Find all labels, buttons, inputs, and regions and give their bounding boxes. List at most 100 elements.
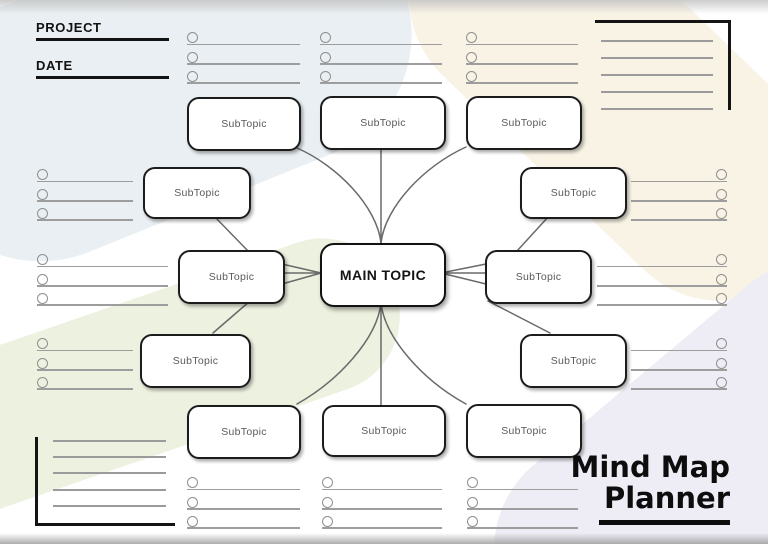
subtopic-label: SubTopic bbox=[501, 117, 547, 129]
note-line bbox=[597, 267, 727, 288]
subtopic-node-left-lower[interactable]: SubTopic bbox=[140, 334, 251, 388]
note-line bbox=[37, 163, 133, 183]
connector-fan-left-3 bbox=[281, 272, 322, 285]
note-line bbox=[601, 57, 713, 59]
connector-right-middle-to-lower bbox=[487, 300, 551, 334]
note-line bbox=[320, 26, 442, 46]
note-line bbox=[322, 490, 442, 511]
page-title: Mind Map Planner bbox=[570, 450, 731, 525]
note-line bbox=[53, 472, 166, 474]
note-line bbox=[37, 287, 168, 307]
main-topic-label: MAIN TOPIC bbox=[339, 267, 427, 283]
note-line bbox=[37, 182, 133, 203]
subtopic-label: SubTopic bbox=[550, 187, 597, 199]
notes-lines-bottom-right bbox=[467, 471, 578, 530]
notes-lines-top-center bbox=[320, 26, 442, 85]
connector-right-upper-to-middle bbox=[516, 215, 550, 252]
page-title-line1: Mind Map bbox=[570, 450, 731, 484]
note-line bbox=[37, 267, 168, 288]
subtopic-node-left-upper[interactable]: SubTopic bbox=[143, 167, 251, 219]
note-line bbox=[467, 471, 578, 491]
note-line bbox=[631, 182, 727, 203]
connector-main-to-bottom-right bbox=[380, 302, 467, 405]
subtopic-node-right-middle[interactable]: SubTopic bbox=[485, 250, 592, 304]
note-line bbox=[601, 74, 713, 76]
note-line bbox=[467, 490, 578, 511]
note-line bbox=[53, 505, 166, 507]
connector-left-middle-to-lower bbox=[212, 300, 251, 334]
notes-lines-right-lower bbox=[631, 332, 727, 391]
connector-main-to-top-right bbox=[380, 146, 467, 244]
subtopic-label: SubTopic bbox=[208, 271, 255, 283]
notes-lines-right-upper bbox=[631, 163, 727, 222]
note-line bbox=[53, 456, 166, 458]
subtopic-node-top-right[interactable]: SubTopic bbox=[466, 96, 582, 150]
note-line bbox=[37, 332, 133, 352]
note-line bbox=[187, 45, 300, 66]
note-line bbox=[597, 287, 727, 307]
subtopic-label: SubTopic bbox=[221, 118, 267, 130]
date-label: DATE bbox=[36, 58, 73, 73]
connector-fan-right-3 bbox=[440, 272, 487, 285]
subtopic-node-top-left[interactable]: SubTopic bbox=[187, 97, 301, 151]
subtopic-node-bottom-left[interactable]: SubTopic bbox=[187, 405, 301, 459]
note-line bbox=[601, 40, 713, 42]
date-write-line bbox=[36, 76, 169, 79]
subtopic-node-bottom-center[interactable]: SubTopic bbox=[322, 405, 446, 457]
notes-lines-right-middle bbox=[597, 248, 727, 307]
note-line bbox=[601, 108, 713, 110]
note-line bbox=[466, 65, 578, 85]
note-line bbox=[597, 248, 727, 268]
connector-fan-right-1 bbox=[440, 263, 487, 274]
subtopic-node-left-middle[interactable]: SubTopic bbox=[178, 250, 285, 304]
notes-box-top-right bbox=[595, 20, 731, 110]
connector-fan-left-1 bbox=[281, 263, 322, 274]
subtopic-node-top-center[interactable]: SubTopic bbox=[320, 96, 446, 150]
note-line bbox=[466, 45, 578, 66]
note-line bbox=[631, 163, 727, 183]
note-line bbox=[467, 510, 578, 530]
notes-lines-bottom-left bbox=[187, 471, 300, 530]
note-line bbox=[187, 510, 300, 530]
note-line bbox=[631, 202, 727, 222]
connector-main-to-bottom-left bbox=[296, 302, 382, 405]
page-title-line2: Planner bbox=[603, 481, 730, 515]
subtopic-label: SubTopic bbox=[550, 355, 597, 367]
subtopic-node-right-upper[interactable]: SubTopic bbox=[520, 167, 627, 219]
subtopic-label: SubTopic bbox=[172, 355, 219, 367]
subtopic-node-right-lower[interactable]: SubTopic bbox=[520, 334, 627, 388]
note-line bbox=[466, 26, 578, 46]
note-line bbox=[37, 371, 133, 391]
note-line bbox=[322, 510, 442, 530]
notes-lines-bottom-center bbox=[322, 471, 442, 530]
note-line bbox=[631, 332, 727, 352]
note-line bbox=[322, 471, 442, 491]
project-write-line bbox=[36, 38, 169, 41]
subtopic-label: SubTopic bbox=[174, 187, 220, 199]
notes-lines-top-right bbox=[466, 26, 578, 85]
subtopic-label: SubTopic bbox=[221, 426, 267, 438]
note-line bbox=[187, 471, 300, 491]
notes-box-bottom-left bbox=[35, 437, 175, 526]
subtopic-label: SubTopic bbox=[361, 425, 407, 437]
note-line bbox=[631, 371, 727, 391]
page-title-underline bbox=[599, 520, 730, 525]
notes-lines-top-left bbox=[187, 26, 300, 85]
note-line bbox=[631, 351, 727, 372]
note-line bbox=[37, 202, 133, 222]
notes-lines-left-upper bbox=[37, 163, 133, 222]
note-line bbox=[37, 351, 133, 372]
notes-lines-left-lower bbox=[37, 332, 133, 391]
connector-left-upper-to-middle bbox=[213, 215, 249, 252]
subtopic-label: SubTopic bbox=[360, 117, 406, 129]
subtopic-label: SubTopic bbox=[515, 271, 562, 283]
note-line bbox=[187, 26, 300, 46]
project-label: PROJECT bbox=[36, 20, 102, 35]
main-topic-node[interactable]: MAIN TOPIC bbox=[320, 243, 446, 307]
connector-main-to-top-left bbox=[296, 147, 382, 244]
subtopic-node-bottom-right[interactable]: SubTopic bbox=[466, 404, 582, 458]
note-line bbox=[37, 248, 168, 268]
subtopic-label: SubTopic bbox=[501, 425, 547, 437]
